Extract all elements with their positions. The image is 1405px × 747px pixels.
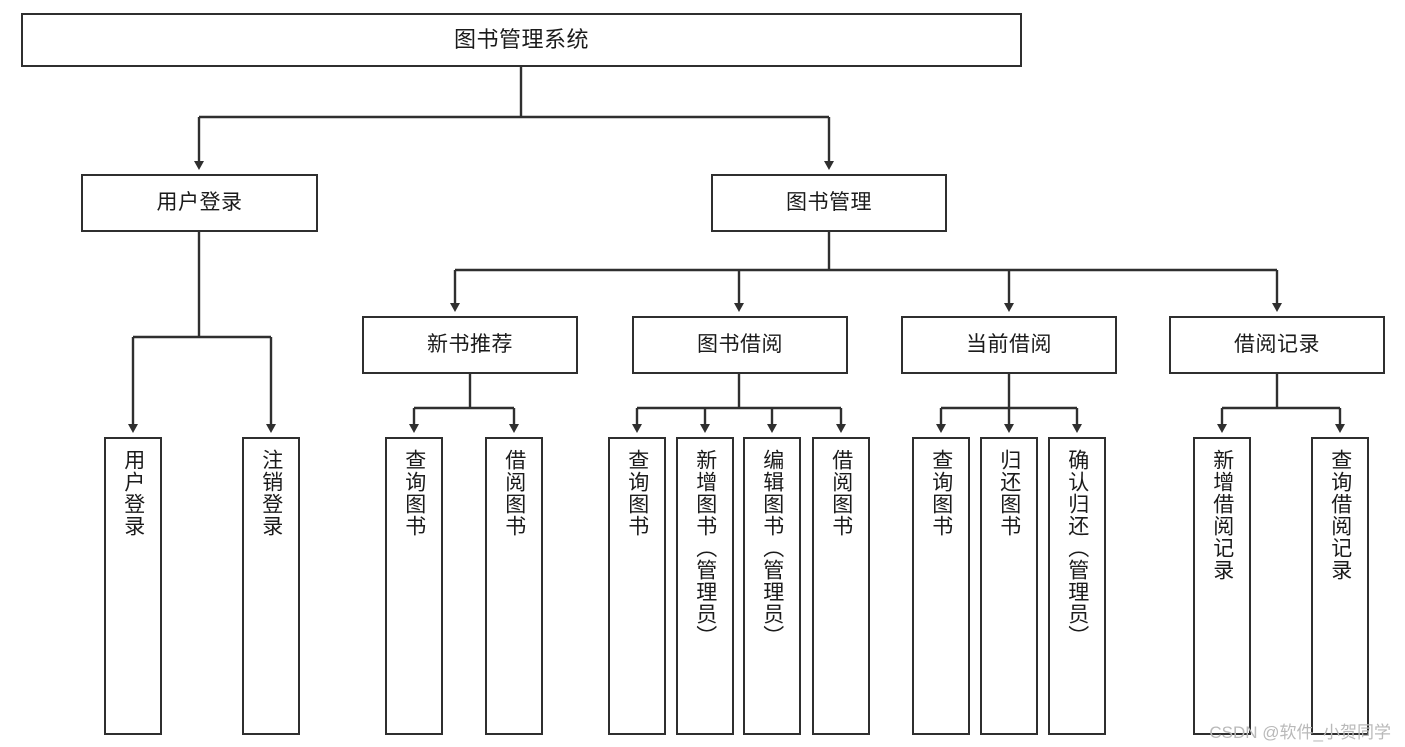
node-label: 注销登录 xyxy=(259,449,283,537)
node-label: 查询图书 xyxy=(929,449,953,537)
node-new-book-recommend[interactable]: 新书推荐 xyxy=(362,316,578,374)
node-user-login[interactable]: 用户登录 xyxy=(81,174,318,232)
node-label: 新增借阅记录 xyxy=(1210,449,1234,581)
node-leaf-query-book-current[interactable]: 查询图书 xyxy=(912,437,970,735)
node-leaf-borrow-book-recommend[interactable]: 借阅图书 xyxy=(485,437,543,735)
node-leaf-return-book[interactable]: 归还图书 xyxy=(980,437,1038,735)
node-label: 查询图书 xyxy=(625,449,649,537)
node-label: 新书推荐 xyxy=(427,333,513,357)
node-leaf-logout[interactable]: 注销登录 xyxy=(242,437,300,735)
node-label: 用户登录 xyxy=(121,449,145,537)
node-label: 图书管理系统 xyxy=(453,26,589,52)
node-label: 图书借阅 xyxy=(697,333,783,357)
node-leaf-edit-book-admin[interactable]: 编辑图书（管理员） xyxy=(743,437,801,735)
node-borrow-record[interactable]: 借阅记录 xyxy=(1169,316,1385,374)
node-label: 查询借阅记录 xyxy=(1328,449,1352,581)
node-leaf-borrow-book[interactable]: 借阅图书 xyxy=(812,437,870,735)
node-label: 查询图书 xyxy=(402,449,426,537)
node-label: 借阅图书 xyxy=(502,449,526,537)
node-leaf-query-book-recommend[interactable]: 查询图书 xyxy=(385,437,443,735)
node-label: 新增图书（管理员） xyxy=(693,449,717,647)
node-leaf-user-login[interactable]: 用户登录 xyxy=(104,437,162,735)
node-leaf-confirm-return-admin[interactable]: 确认归还（管理员） xyxy=(1048,437,1106,735)
node-label: 用户登录 xyxy=(156,191,243,215)
node-current-borrow[interactable]: 当前借阅 xyxy=(901,316,1117,374)
node-leaf-add-book-admin[interactable]: 新增图书（管理员） xyxy=(676,437,734,735)
node-label: 借阅记录 xyxy=(1234,333,1320,357)
node-label: 确认归还（管理员） xyxy=(1065,449,1089,647)
node-label: 归还图书 xyxy=(997,449,1021,537)
node-label: 借阅图书 xyxy=(829,449,853,537)
node-leaf-add-borrow-record[interactable]: 新增借阅记录 xyxy=(1193,437,1251,735)
node-label: 编辑图书（管理员） xyxy=(760,449,784,647)
node-label: 当前借阅 xyxy=(966,333,1052,357)
node-book-borrow[interactable]: 图书借阅 xyxy=(632,316,848,374)
node-root-book-management-system[interactable]: 图书管理系统 xyxy=(21,13,1022,67)
node-label: 图书管理 xyxy=(786,191,872,215)
node-book-management[interactable]: 图书管理 xyxy=(711,174,947,232)
watermark: CSDN @软件_小贺同学 xyxy=(1209,723,1391,742)
node-leaf-query-book-borrow[interactable]: 查询图书 xyxy=(608,437,666,735)
node-leaf-query-borrow-record[interactable]: 查询借阅记录 xyxy=(1311,437,1369,735)
